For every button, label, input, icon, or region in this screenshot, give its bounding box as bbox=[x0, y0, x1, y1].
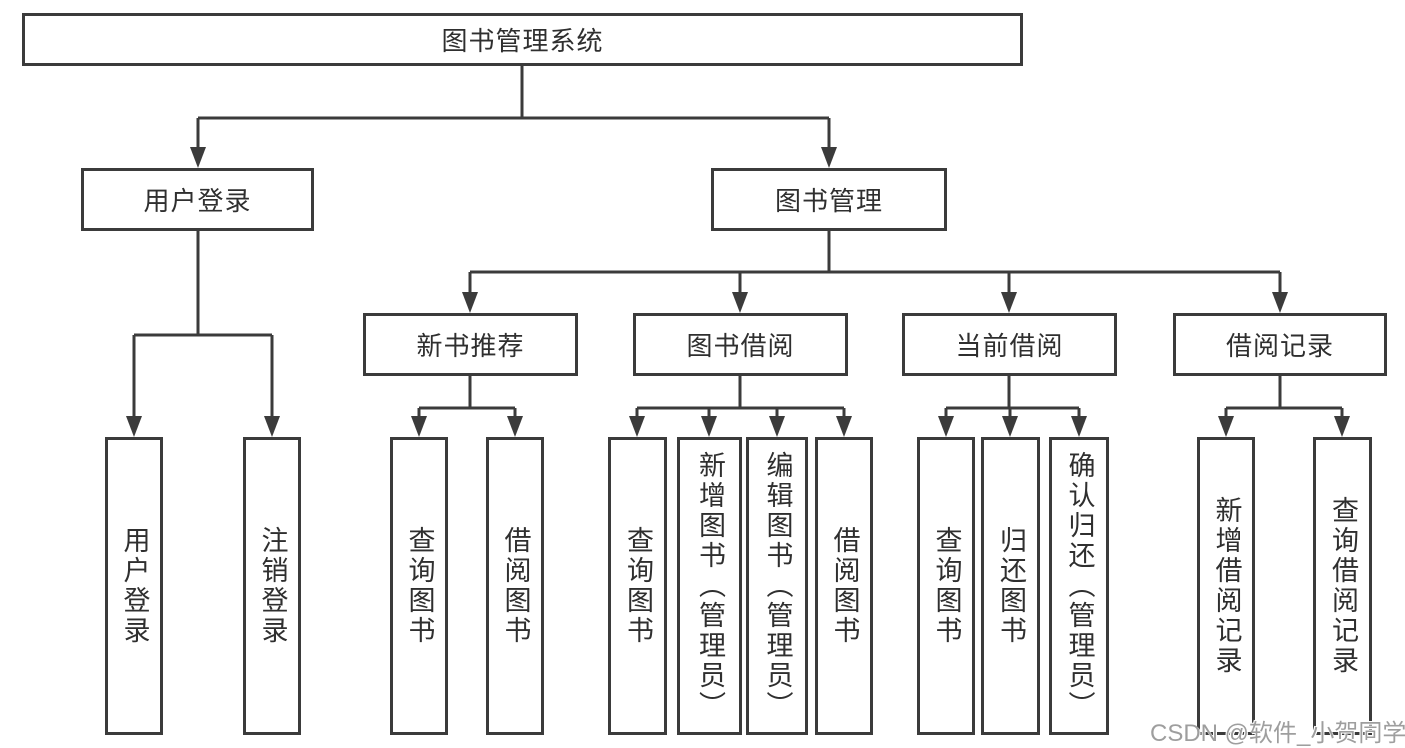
csdn-watermark: CSDN @软件_小贺同学 bbox=[1150, 720, 1405, 747]
connector-borrow-records-children bbox=[1218, 376, 1350, 437]
leaf-add-borrow-record: 新增借阅记录 bbox=[1197, 437, 1255, 735]
leaf-add-books-admin: 新增图书（管理员） bbox=[677, 437, 742, 735]
connector-current-borrow-children bbox=[938, 376, 1087, 437]
connector-root-to-level2 bbox=[190, 66, 837, 168]
leaf-borrow-books: 借阅图书 bbox=[815, 437, 873, 735]
node-book-management: 图书管理 bbox=[711, 168, 947, 231]
leaf-return-books: 归还图书 bbox=[981, 437, 1040, 735]
node-new-book-recommend: 新书推荐 bbox=[363, 313, 578, 376]
leaf-user-login: 用户登录 bbox=[105, 437, 163, 735]
leaf-edit-books-admin: 编辑图书（管理员） bbox=[746, 437, 808, 735]
leaf-query-books-current: 查询图书 bbox=[917, 437, 975, 735]
leaf-confirm-return-admin: 确认归还（管理员） bbox=[1049, 437, 1109, 735]
leaf-query-books-recommend: 查询图书 bbox=[390, 437, 448, 735]
leaf-logout: 注销登录 bbox=[243, 437, 301, 735]
node-current-borrow: 当前借阅 bbox=[902, 313, 1117, 376]
leaf-query-books-borrow: 查询图书 bbox=[608, 437, 667, 735]
connector-new-book-children bbox=[411, 376, 523, 437]
node-library-system: 图书管理系统 bbox=[22, 13, 1023, 66]
leaf-query-borrow-record: 查询借阅记录 bbox=[1313, 437, 1372, 735]
node-book-borrow: 图书借阅 bbox=[633, 313, 848, 376]
connector-book-management-children bbox=[462, 231, 1288, 313]
node-borrow-records: 借阅记录 bbox=[1173, 313, 1387, 376]
leaf-borrow-books-recommend: 借阅图书 bbox=[486, 437, 544, 735]
connector-book-borrow-children bbox=[629, 376, 852, 437]
connector-user-login-children bbox=[126, 231, 280, 437]
node-user-login: 用户登录 bbox=[81, 168, 314, 231]
